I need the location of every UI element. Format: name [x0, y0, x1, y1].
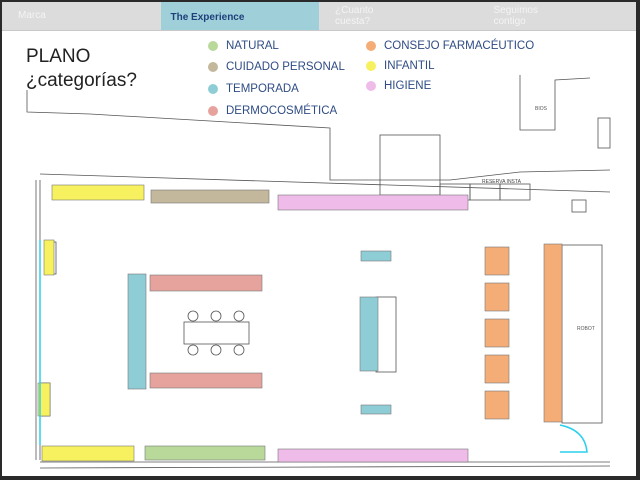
tab-marca[interactable]: Marca — [2, 2, 161, 30]
shelf-natural — [144, 445, 266, 461]
legend-consejo-farmaceutico: CONSEJO FARMACÉUTICO — [366, 40, 534, 52]
legend-dermocosmetica: DERMOCOSMÉTICA — [208, 105, 337, 117]
tab-label: Seguimos contigo — [493, 5, 538, 27]
shelf-infantil — [41, 445, 135, 462]
shelf-infantil — [37, 382, 51, 417]
tab-the-experience[interactable]: The Experience — [160, 2, 319, 30]
room-label-bios: BIOS — [535, 106, 548, 112]
dot-icon — [208, 106, 218, 116]
slide: Marca The Experience ¿Cuanto cuesta? Seg… — [2, 2, 636, 476]
shelf-consejo-farmaceutico — [543, 243, 563, 423]
shelf-temporada — [359, 296, 379, 372]
page-title: PLANO ¿categorías? — [26, 45, 137, 93]
legend-label: CUIDADO PERSONAL — [226, 61, 345, 73]
legend-infantil: INFANTIL — [366, 60, 434, 72]
shelf-dermocosmetica — [149, 274, 263, 292]
legend-label: HIGIENE — [384, 80, 432, 92]
top-nav: Marca The Experience ¿Cuanto cuesta? Seg… — [2, 2, 636, 31]
legend-label: CONSEJO FARMACÉUTICO — [384, 40, 535, 52]
shelf-infantil — [43, 239, 55, 276]
tab-label: The Experience — [170, 12, 245, 23]
legend-higiene: HIGIENE — [366, 80, 431, 92]
legend-natural: NATURAL — [208, 40, 279, 52]
shelf-temporada — [360, 250, 392, 262]
counter-consejo — [484, 318, 510, 348]
dot-icon — [208, 62, 218, 72]
shelf-dermocosmetica — [149, 372, 263, 389]
title-line2: ¿categorías? — [26, 70, 137, 91]
tab-cuanto-cuesta[interactable]: ¿Cuanto cuesta? — [319, 2, 478, 30]
legend-cuidado-personal: CUIDADO PERSONAL — [208, 61, 345, 73]
tab-label: Marca — [18, 10, 46, 21]
tab-label: ¿Cuanto cuesta? — [335, 5, 374, 27]
room-label-robot: ROBOT — [577, 326, 595, 332]
dot-icon — [366, 41, 376, 51]
title-line1: PLANO — [26, 46, 91, 67]
tab-seguimos-contigo[interactable]: Seguimos contigo — [478, 2, 637, 30]
shelf-higiene — [277, 194, 469, 211]
dot-icon — [366, 61, 376, 71]
counter-consejo — [484, 390, 510, 420]
legend-temporada: TEMPORADA — [208, 83, 299, 95]
legend-label: TEMPORADA — [226, 83, 299, 95]
shelf-temporada — [127, 273, 147, 390]
door-swing-icon — [559, 424, 588, 453]
dot-icon — [208, 84, 218, 94]
shelf-infantil — [51, 184, 145, 201]
shelf-temporada — [360, 404, 392, 415]
legend-label: DERMOCOSMÉTICA — [226, 105, 338, 117]
counter-consejo — [484, 282, 510, 312]
shelf-higiene — [277, 448, 469, 463]
dot-icon — [366, 81, 376, 91]
legend-label: INFANTIL — [384, 60, 435, 72]
legend-label: NATURAL — [226, 40, 279, 52]
shelf-cuidado-personal — [150, 189, 270, 204]
counter-consejo — [484, 354, 510, 384]
dot-icon — [208, 41, 218, 51]
room-label-reserva: RESERVA INSTA — [482, 179, 522, 185]
counter-consejo — [484, 246, 510, 276]
